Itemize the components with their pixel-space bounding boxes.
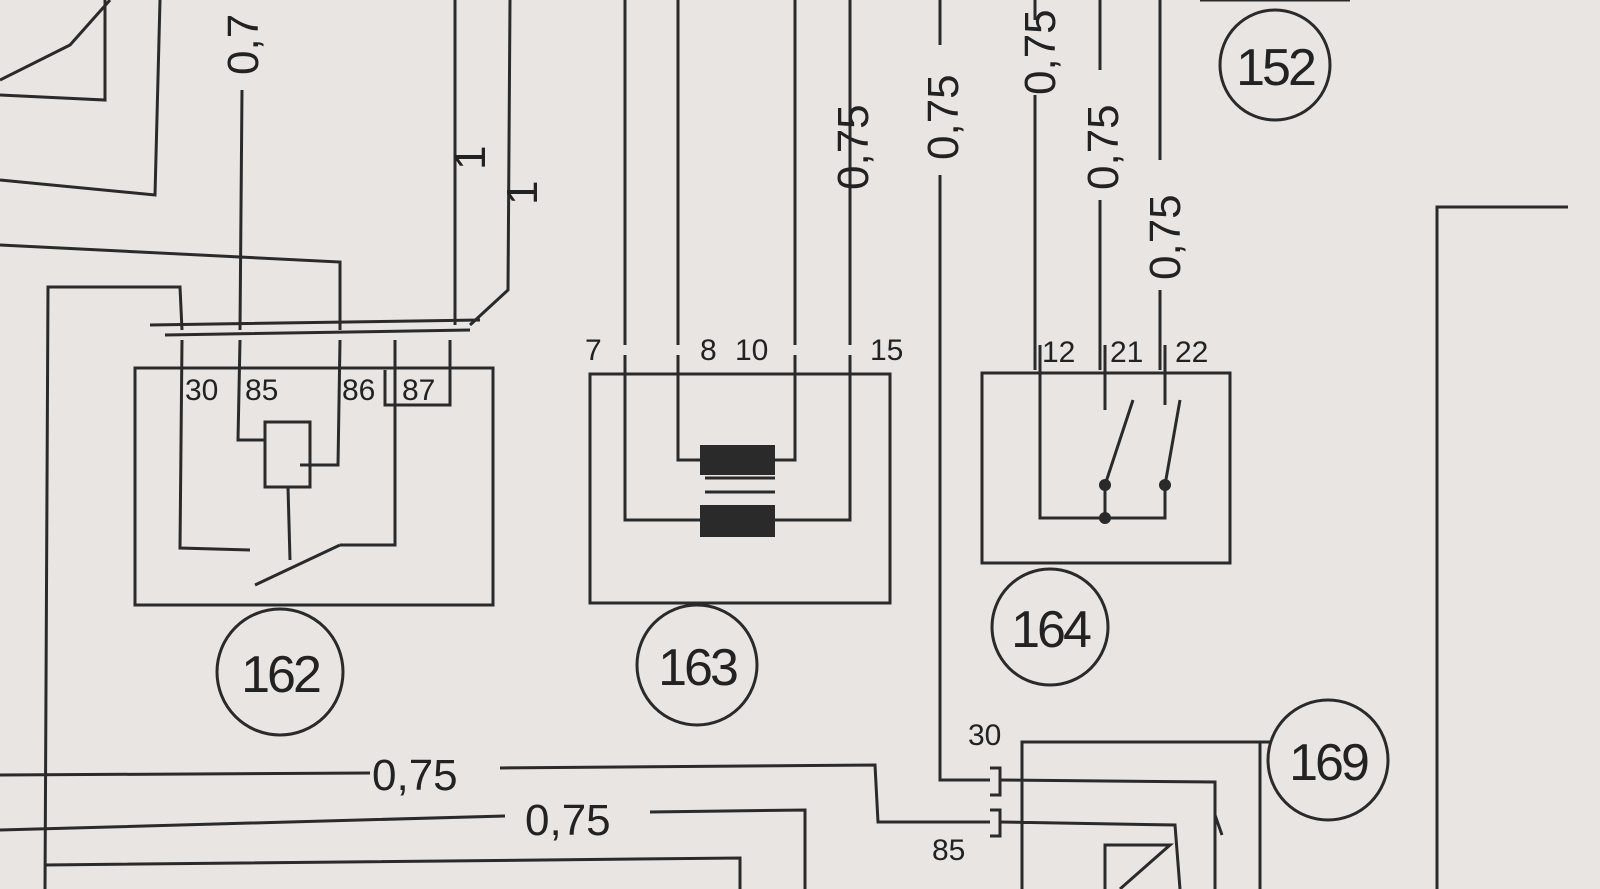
pin-7: 7: [585, 334, 602, 367]
transformer-163: 7 8 10 15 163: [585, 334, 903, 727]
pin-10: 10: [735, 334, 768, 367]
pin-87: 87: [402, 374, 435, 407]
wire-horizontal-upper: [0, 763, 990, 824]
pin-85: 85: [245, 374, 278, 407]
pin-86: 86: [342, 374, 375, 407]
wire-horizontal-lower: [0, 808, 807, 889]
wire-left-loop: [0, 243, 342, 889]
wire-label-850: 0,75: [829, 104, 878, 190]
component-number-164: 164: [1011, 601, 1091, 659]
wire-label-1a: 1: [446, 146, 495, 170]
right-component-outline: [1435, 205, 1568, 889]
component-number-152: 152: [1236, 39, 1315, 97]
relay-169: 30 85 169: [932, 698, 1390, 889]
wire-85: [238, 89, 244, 331]
pin-85-169: 85: [932, 834, 965, 867]
wire-label-1b: 1: [498, 181, 547, 205]
pin-21: 21: [1110, 336, 1143, 369]
wire-label-1160: 0,75: [1141, 194, 1190, 280]
wire-label-horizontal-lower: 0,75: [525, 796, 611, 845]
component-number-162: 162: [241, 646, 320, 704]
wire-label-1100: 0,75: [1079, 104, 1128, 190]
relay-162: 30 85 86 87 162: [133, 318, 495, 737]
wire-label-horizontal-upper: 0,75: [372, 751, 458, 800]
pin-30-169: 30: [968, 719, 1001, 752]
wires-163: [623, 0, 852, 345]
pin-8: 8: [700, 334, 717, 367]
wire-top-left: [0, 0, 162, 197]
wires-164: [1033, 0, 1162, 370]
pin-12: 12: [1042, 336, 1075, 369]
wire-label-top-left: 0,7: [219, 14, 268, 75]
pin-22: 22: [1175, 336, 1208, 369]
wire-label-940: 0,75: [919, 74, 968, 160]
component-number-169: 169: [1289, 734, 1368, 792]
wire-940: [938, 0, 990, 782]
wire-label-1035: 0,75: [1016, 9, 1065, 95]
switch-164: 12 21 22 164: [980, 336, 1232, 687]
pin-30: 30: [185, 374, 218, 407]
pin-15: 15: [870, 334, 903, 367]
component-number-163: 163: [658, 639, 737, 697]
wire-510: [468, 0, 512, 327]
component-152: 152: [1200, 0, 1350, 122]
